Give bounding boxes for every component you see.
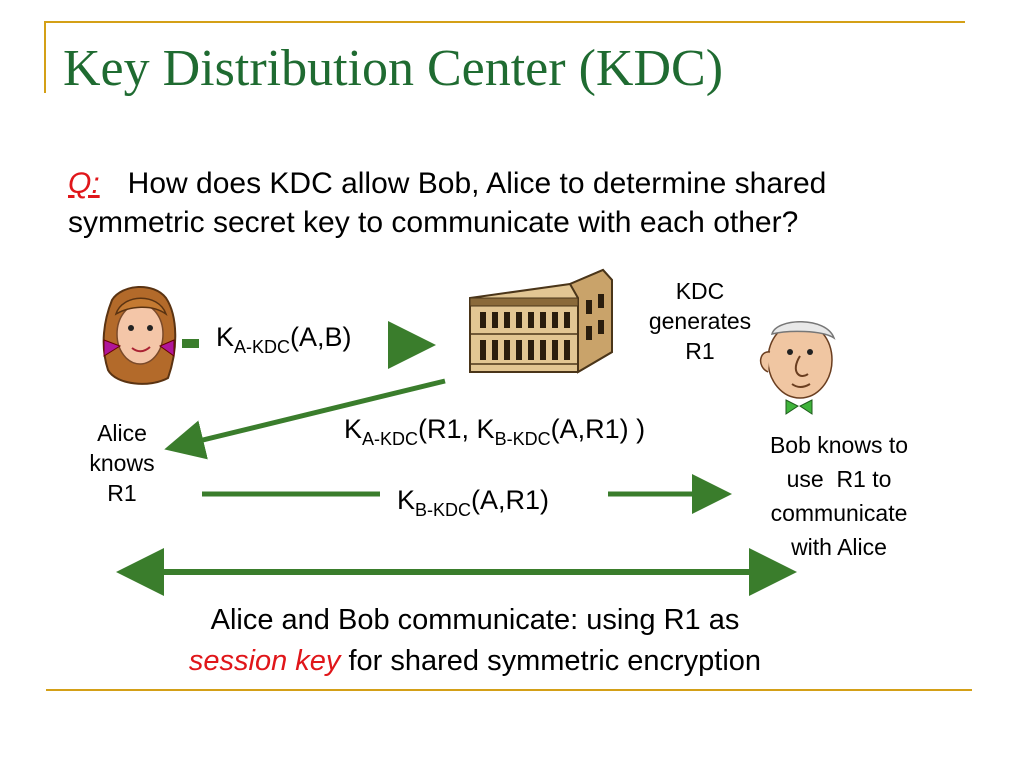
kdc-building-icon xyxy=(469,268,613,374)
arrow-kdc-to-alice xyxy=(164,378,446,460)
msg-alice-to-kdc: KA-KDC(A,B) xyxy=(216,322,352,358)
frame-left-line xyxy=(44,21,46,93)
slide-title: Key Distribution Center (KDC) xyxy=(63,40,724,97)
msg2-key1: K xyxy=(344,414,363,444)
alice-note-line: R1 xyxy=(107,480,137,506)
bob-note-line: with Alice xyxy=(791,534,887,560)
alice-figure-icon xyxy=(102,285,199,385)
bottom-text: Alice and Bob communicate: using R1 as s… xyxy=(60,600,890,682)
question-block: Q:How does KDC allow Bob, Alice to deter… xyxy=(68,164,968,242)
bob-note-line: communicate xyxy=(770,500,908,526)
msg2-subscript2: B-KDC xyxy=(494,429,551,449)
msg2-mid: (R1, K xyxy=(418,414,495,444)
msg-kdc-to-alice: KA-KDC(R1, KB-KDC(A,R1) ) xyxy=(344,414,645,450)
question-label: Q: xyxy=(68,167,100,200)
msg1-subscript: A-KDC xyxy=(234,337,291,357)
msg1-rest: (A,B) xyxy=(290,322,352,352)
msg-alice-to-bob: KB-KDC(A,R1) xyxy=(397,485,549,521)
msg1-key: K xyxy=(216,322,235,352)
kdc-note: KDC generates R1 xyxy=(630,276,770,366)
session-key-term: session key xyxy=(188,645,341,677)
msg3-key: K xyxy=(397,485,416,515)
bottom-line-1: Alice and Bob communicate: using R1 as xyxy=(210,604,740,636)
msg3-rest: (A,R1) xyxy=(471,485,550,515)
bob-note-line: Bob knows to xyxy=(769,432,909,458)
bob-note: Bob knows to use R1 to communicate with … xyxy=(744,428,934,564)
msg2-subscript1: A-KDC xyxy=(362,429,419,449)
bob-figure-icon xyxy=(759,321,836,415)
frame-bottom-line xyxy=(46,689,972,691)
msg3-subscript: B-KDC xyxy=(415,500,472,520)
alice-note: Alice knows R1 xyxy=(72,418,172,508)
frame-top-line xyxy=(44,21,965,23)
msg2-end: (A,R1) ) xyxy=(550,414,646,444)
kdc-note-line: KDC xyxy=(675,278,725,304)
bottom-line-2-rest: for shared symmetric encryption xyxy=(340,645,762,677)
bob-note-line: use R1 to xyxy=(786,466,892,492)
bottom-line-2: session key for shared symmetric encrypt… xyxy=(60,641,890,682)
kdc-note-line: R1 xyxy=(685,338,715,364)
question-text: How does KDC allow Bob, Alice to determi… xyxy=(68,167,827,239)
alice-note-line: Alice xyxy=(97,420,147,446)
kdc-note-line: generates xyxy=(648,308,752,334)
alice-note-line: knows xyxy=(89,450,155,476)
